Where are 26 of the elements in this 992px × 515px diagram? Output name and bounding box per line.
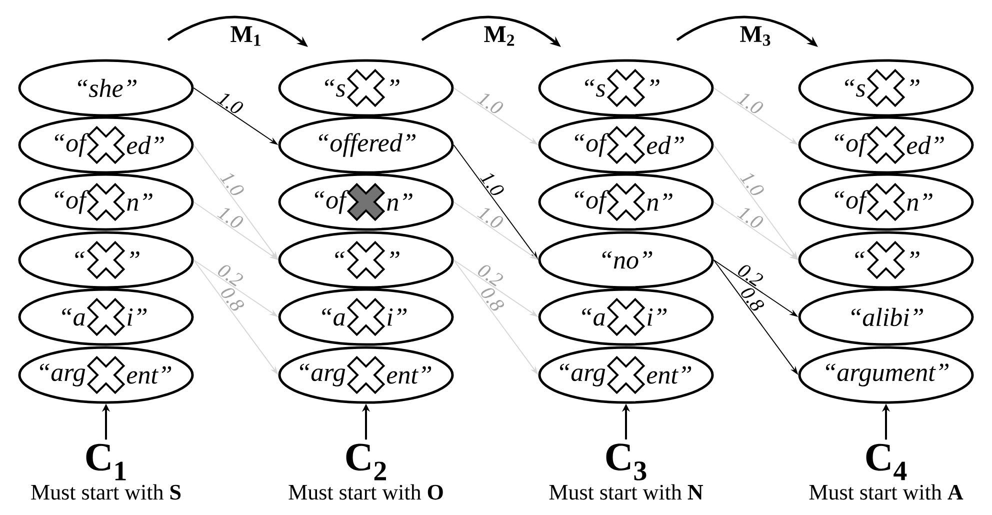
edge-label: 1.0 [476,208,504,228]
edge-label: 1.0 [216,94,244,114]
step-label: M$_{2}$ [484,26,514,46]
step-label: M$_{3}$ [740,26,770,46]
constraint-caption: Must start with A [809,484,964,500]
edge-label: 0.2 [218,265,243,286]
edge-label: 1.0 [220,173,244,196]
edge-label: 1.0 [216,208,244,228]
column-label: C$_{2}$ [346,444,386,480]
constraint-caption: Must start with S [31,484,181,500]
edge-label: 1.0 [480,173,504,196]
edge-label: 1.0 [740,173,764,196]
constraint-caption: Must start with O [288,484,443,500]
edge-label: 1.0 [476,94,504,114]
edge-label: 1.0 [736,208,764,228]
edge-label: 1.0 [736,94,764,114]
constraint-caption: Must start with N [549,484,704,500]
edge-label: 0.8 [481,288,504,311]
column-label: C$_{4}$ [866,444,907,480]
edge-label: 0.2 [478,265,503,286]
step-label: M$_{1}$ [230,26,260,46]
column-label: C$_{1}$ [86,444,126,480]
column-label: C$_{3}$ [606,444,646,480]
edge-label: 0.8 [741,288,764,311]
edge-label: 0.8 [221,288,244,311]
edge-label: 0.2 [738,265,763,286]
